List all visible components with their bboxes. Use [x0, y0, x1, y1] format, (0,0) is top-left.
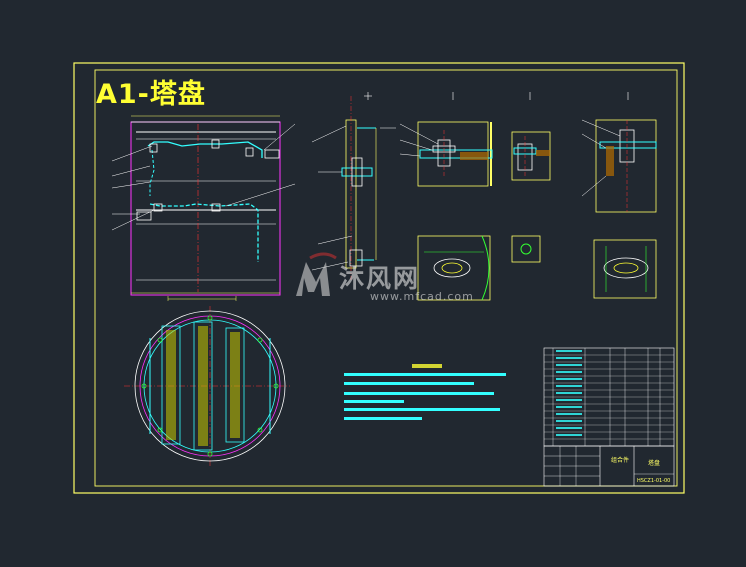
parts-list-cell-mark [556, 413, 582, 415]
title-block-part-name: 塔盘 [648, 460, 661, 467]
parts-list-cell-mark [556, 350, 582, 352]
elevation-view [111, 115, 296, 301]
parts-list-cell-mark [556, 357, 582, 359]
outer-frame [73, 62, 685, 494]
drawing-title: A1-塔盘 [96, 79, 206, 110]
title-block-drawing-number: HSCZ1-01-00 [637, 478, 671, 484]
detail-view-d [417, 235, 491, 301]
mf-logo-icon [296, 252, 337, 296]
parts-list-cell-mark [556, 364, 582, 366]
detail-view-b [511, 92, 551, 181]
parts-list-cell-mark [556, 427, 582, 429]
side-section-view [311, 92, 396, 280]
title-block-material: 组合件 [611, 457, 630, 464]
detail-view-e [511, 235, 541, 263]
detail-view-c [581, 92, 657, 213]
parts-list-cell-mark [556, 378, 582, 380]
parts-list-cell-mark [556, 399, 582, 401]
parts-list-cell-mark [556, 434, 582, 436]
parts-list-cell-mark [556, 392, 582, 394]
parts-list-cell-mark [556, 406, 582, 408]
inner-frame [94, 69, 678, 487]
parts-list-cell-mark [556, 420, 582, 422]
technical-notes [344, 364, 506, 420]
title-block [543, 445, 675, 487]
tray-plan-view [124, 306, 290, 468]
parts-list-cell-mark [556, 371, 582, 373]
parts-list-table [543, 347, 675, 447]
watermark-url: www.mfcad.com [370, 290, 474, 303]
watermark-brand: 沐风网 [339, 264, 421, 293]
parts-list-cell-mark [556, 385, 582, 387]
detail-view-f [593, 239, 657, 299]
detail-view-a [399, 92, 493, 187]
